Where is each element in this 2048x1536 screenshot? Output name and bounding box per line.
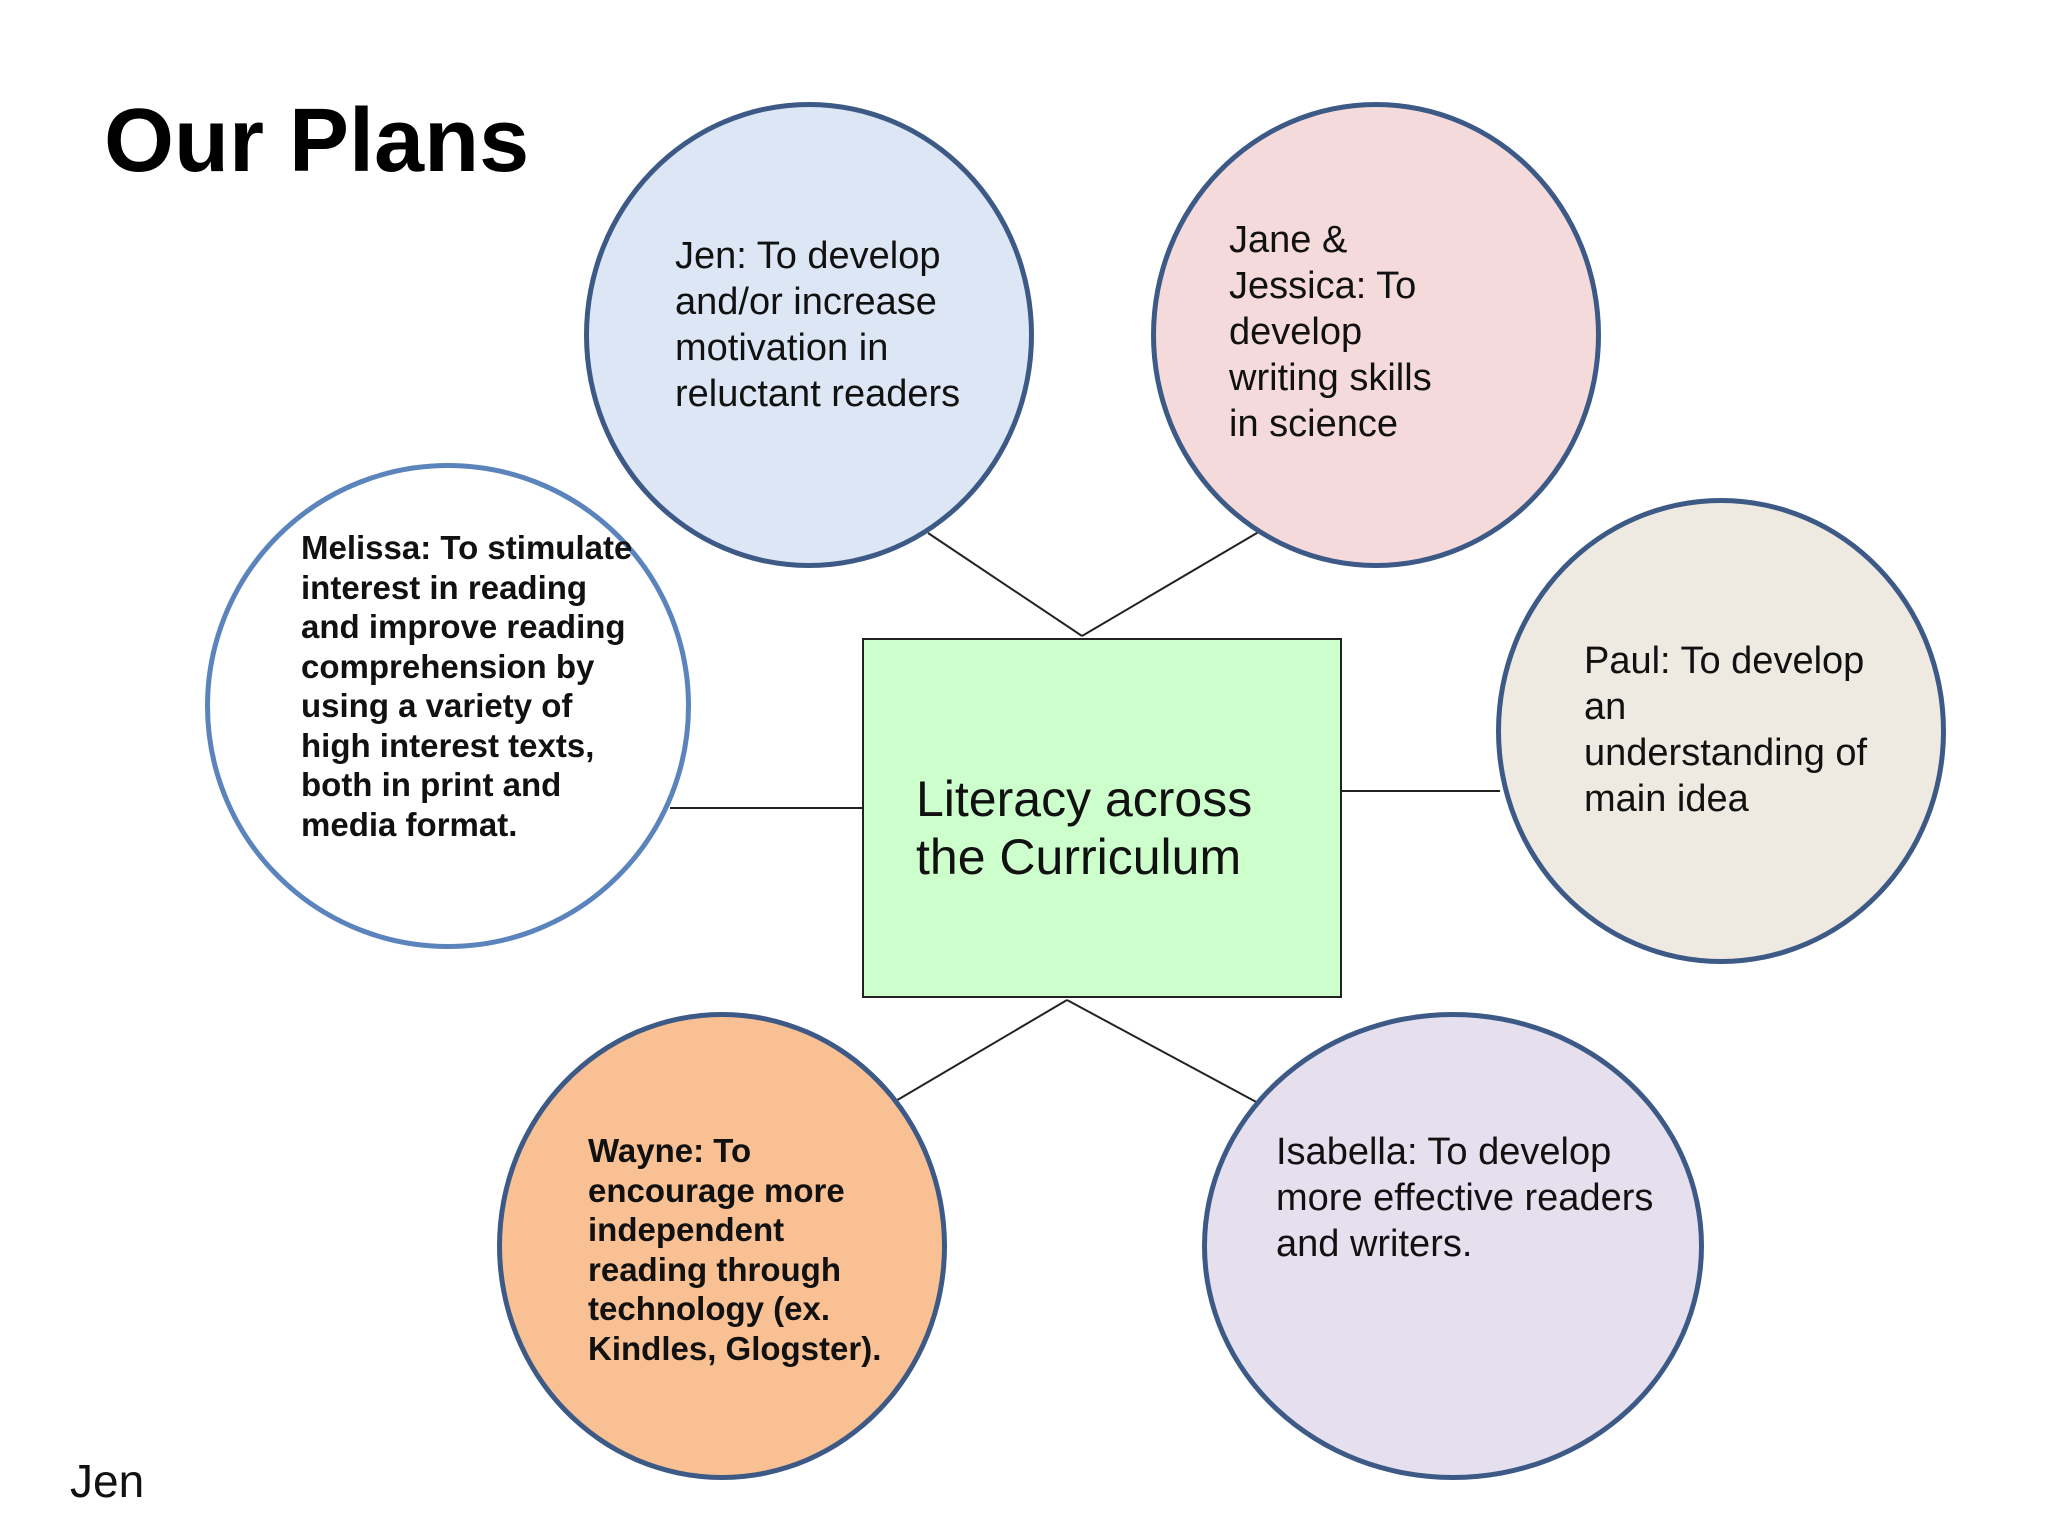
footer-author: Jen	[70, 1455, 145, 1507]
node-isabella-text: Isabella: To develop more effective read…	[1276, 1131, 1654, 1265]
slide-title: Our Plans	[104, 91, 530, 191]
center-label: Literacy across the Curriculum	[916, 771, 1253, 885]
node-wayne-text: Wayne: To encourage more independent rea…	[588, 1132, 882, 1367]
node-melissa: Melissa: To stimulate interest in readin…	[205, 463, 691, 949]
node-wayne: Wayne: To encourage more independent rea…	[497, 1012, 947, 1480]
node-jen: Jen: To develop and/or increase motivati…	[584, 102, 1034, 568]
connector-jen	[927, 532, 1083, 637]
node-isabella: Isabella: To develop more effective read…	[1202, 1012, 1704, 1480]
node-jen-text: Jen: To develop and/or increase motivati…	[675, 235, 961, 415]
connector-wayne	[893, 999, 1068, 1103]
node-jane-jessica-text: Jane & Jessica: To develop writing skill…	[1229, 219, 1432, 445]
node-paul-text: Paul: To develop an understanding of mai…	[1584, 640, 1868, 820]
connector-isabella	[1066, 999, 1261, 1105]
node-jane-jessica: Jane & Jessica: To develop writing skill…	[1151, 102, 1601, 568]
center-box: Literacy across the Curriculum	[862, 638, 1342, 998]
connector-jane-jessica	[1081, 529, 1263, 637]
node-melissa-text: Melissa: To stimulate interest in readin…	[301, 529, 633, 843]
node-paul: Paul: To develop an understanding of mai…	[1496, 498, 1946, 964]
